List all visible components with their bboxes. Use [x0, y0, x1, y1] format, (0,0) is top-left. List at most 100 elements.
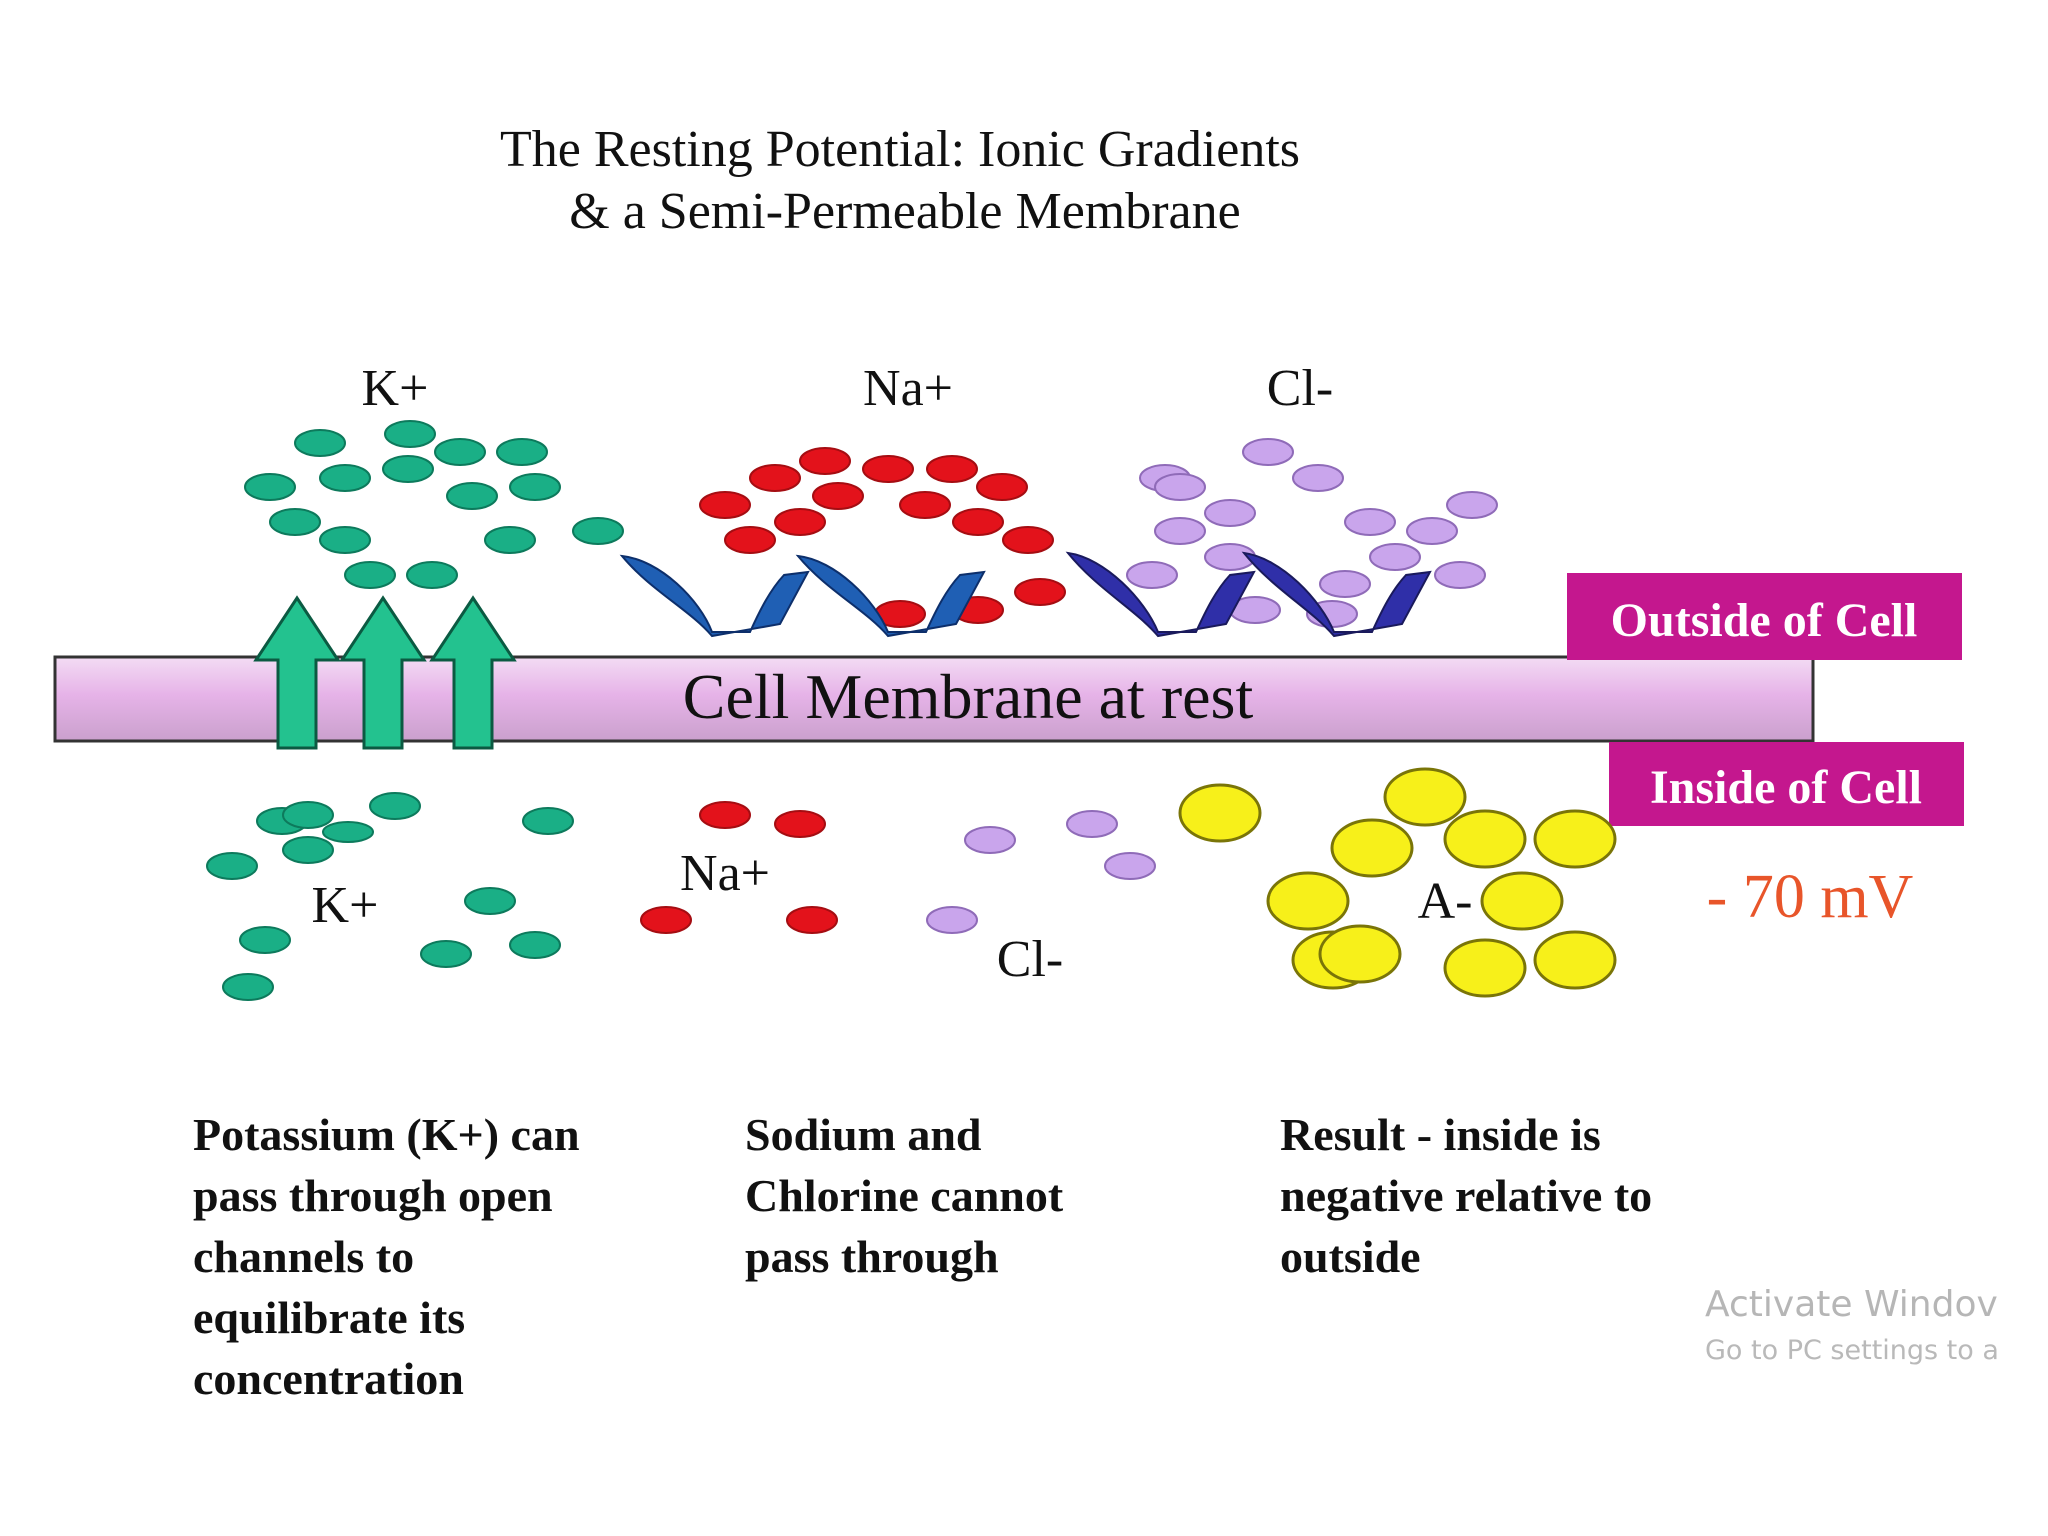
chloride-ion: [1126, 561, 1178, 589]
activate-windows-watermark: Activate Windov: [1705, 1284, 1998, 1325]
chloride-ion: [1406, 517, 1458, 545]
potassium-ion: [434, 438, 486, 466]
caption-line: Potassium (K+) can: [193, 1109, 580, 1160]
potassium-ion: [384, 420, 436, 448]
chloride-ion: [1154, 517, 1206, 545]
chloride-ion: [1446, 491, 1498, 519]
caption-line: concentration: [193, 1353, 464, 1404]
potassium-ion: [319, 526, 371, 554]
anion: [1330, 818, 1414, 878]
curved-arrow: [619, 554, 810, 638]
anion: [1533, 809, 1617, 869]
up-arrow: [253, 595, 341, 750]
curved-arrow: [1065, 551, 1256, 638]
diagram-title-line-1: The Resting Potential: Ionic Gradients: [500, 121, 1300, 178]
outside-chloride-ions: [1126, 438, 1498, 628]
chloride-ion: [1319, 570, 1371, 598]
caption-line: Chlorine cannot: [745, 1170, 1064, 1221]
sodium-ion: [899, 491, 951, 519]
inside-sodium-ions: [640, 801, 838, 934]
sodium-ion: [786, 906, 838, 934]
potassium-ion: [322, 821, 374, 843]
outside-sodium-ions: [699, 447, 1066, 684]
sodium-ion: [774, 810, 826, 838]
anion: [1178, 783, 1262, 843]
outside-potassium-label: K+: [362, 360, 429, 417]
chloride-ion: [1434, 561, 1486, 589]
potassium-ion: [319, 464, 371, 492]
caption-line: Sodium and: [745, 1109, 982, 1160]
outside-chloride-label: Cl-: [1267, 360, 1333, 417]
sodium-blocked-arrows: [619, 554, 986, 638]
membrane-potential-value: - 70 mV: [1707, 863, 1914, 931]
anion: [1480, 871, 1564, 931]
potassium-ion: [269, 508, 321, 536]
potassium-ion: [446, 482, 498, 510]
chloride-ion: [1154, 473, 1206, 501]
inside-of-cell-badge: [1609, 742, 1964, 826]
potassium-ion: [239, 926, 291, 954]
anion: [1533, 930, 1617, 990]
anion: [1266, 871, 1350, 931]
potassium-ion: [282, 836, 334, 864]
chloride-ion: [1066, 810, 1118, 838]
potassium-caption: Potassium (K+) can pass through open cha…: [193, 1109, 580, 1404]
up-arrow: [339, 595, 427, 750]
inside-sodium-label: Na+: [680, 845, 770, 902]
curved-arrow: [795, 554, 986, 638]
cell-membrane: [53, 655, 1815, 743]
anion: [1443, 938, 1527, 998]
potassium-channel-arrows: [253, 595, 517, 750]
diagram-title-line-2: & a Semi-Permeable Membrane: [569, 183, 1240, 240]
chloride-ion: [1204, 499, 1256, 527]
anion: [1383, 767, 1467, 827]
chloride-ion: [964, 826, 1016, 854]
inside-potassium-ions: [206, 792, 574, 1001]
chloride-blocked-arrows: [1065, 551, 1432, 638]
potassium-ion: [572, 517, 624, 545]
outside-sodium-label: Na+: [863, 360, 953, 417]
sodium-ion: [699, 801, 751, 829]
inside-of-cell-label: Inside of Cell: [1650, 761, 1922, 814]
potassium-ion: [496, 438, 548, 466]
caption-line: pass through open: [193, 1170, 553, 1221]
sodium-ion: [799, 447, 851, 475]
sodium-ion: [952, 508, 1004, 536]
caption-line: Result - inside is: [1280, 1109, 1601, 1160]
caption-line: channels to: [193, 1231, 414, 1282]
activate-windows-hint: Go to PC settings to a: [1705, 1335, 1999, 1366]
outside-of-cell-badge: [1567, 573, 1962, 660]
sodium-ion: [1002, 526, 1054, 554]
potassium-ion: [244, 473, 296, 501]
potassium-ion: [420, 940, 472, 968]
sodium-ion: [774, 508, 826, 536]
inside-chloride-ions: [926, 810, 1156, 934]
sodium-ion: [1014, 578, 1066, 606]
potassium-ion: [522, 807, 574, 835]
potassium-ion: [406, 561, 458, 589]
sodium-ion: [862, 455, 914, 483]
potassium-ion: [282, 801, 334, 829]
sodium-ion: [812, 482, 864, 510]
up-arrow: [429, 595, 517, 750]
potassium-ion: [509, 931, 561, 959]
inside-anion-label: A-: [1418, 873, 1473, 930]
caption-line: outside: [1280, 1231, 1421, 1282]
anion: [1443, 809, 1527, 869]
sodium-ion: [926, 455, 978, 483]
chloride-ion: [1292, 464, 1344, 492]
chloride-ion: [1344, 508, 1396, 536]
sodium-ion: [699, 491, 751, 519]
inside-potassium-label: K+: [312, 877, 379, 934]
sodium-ion: [976, 473, 1028, 501]
sodium-ion: [749, 464, 801, 492]
cell-membrane-label: Cell Membrane at rest: [683, 661, 1254, 732]
sodium-ion: [724, 526, 776, 554]
potassium-ion: [294, 429, 346, 457]
sodium-ion: [640, 906, 692, 934]
sodium-chlorine-caption: Sodium and Chlorine cannot pass through: [745, 1109, 1064, 1282]
inside-chloride-label: Cl-: [997, 931, 1063, 988]
curved-arrow: [1241, 551, 1432, 638]
potassium-ion: [464, 887, 516, 915]
